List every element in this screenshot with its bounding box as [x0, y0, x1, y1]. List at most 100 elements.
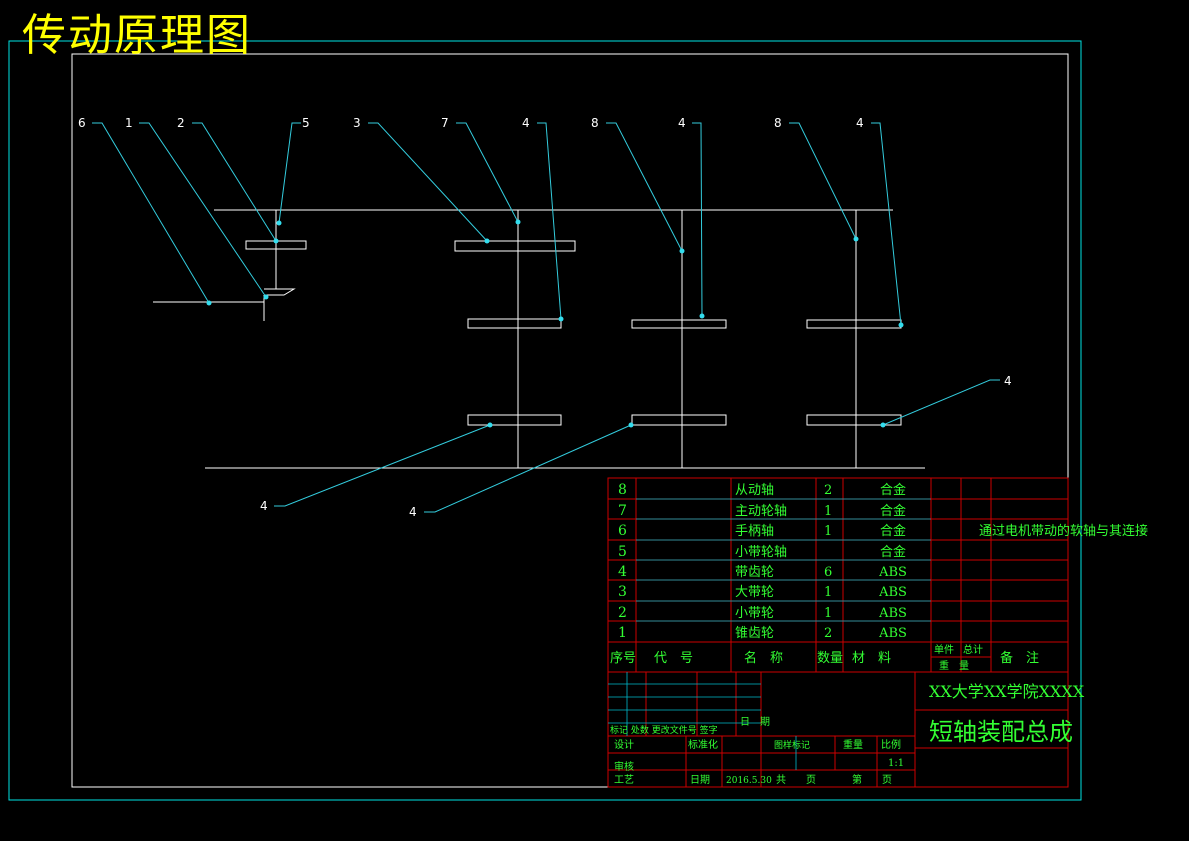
gear-c2 [806, 414, 902, 426]
leader-4e [424, 424, 632, 513]
parts-cell-name: 从动轴 [735, 483, 774, 498]
hdr-material: 材 料 [852, 651, 891, 666]
parts-cell-no: 4 [618, 564, 627, 580]
parts-cell-name: 锥齿轮 [735, 626, 774, 641]
leader-5 [278, 122, 301, 224]
callout-label: 5 [302, 116, 310, 130]
callout-label: 3 [353, 116, 361, 130]
parts-cell-no: 1 [618, 625, 627, 641]
page-title: 传动原理图 [22, 10, 252, 61]
callout-numbers: 6 1 2 5 3 7 4 8 4 8 4 4 4 4 [78, 116, 1012, 519]
bevel-gear [264, 288, 296, 296]
gear-c1 [806, 319, 902, 329]
school-name: XX大学XX学院XXXX [929, 682, 1085, 701]
callout-label: 4 [409, 505, 417, 519]
hdr-unit: 单件 [934, 644, 954, 656]
mechanism [153, 209, 925, 469]
parts-cell-name: 手柄轴 [735, 524, 774, 539]
design-label: 设计 [614, 738, 634, 751]
parts-cell-no: 8 [618, 482, 627, 498]
callout-label: 7 [441, 116, 449, 130]
parts-cell-material: ABS [878, 585, 907, 600]
hdr-note: 备 注 [1000, 650, 1039, 666]
parts-cell-material: ABS [878, 626, 907, 641]
mark-row-label: 标记 处数 更改文件号 签字 [610, 724, 718, 736]
callout-label: 8 [591, 116, 599, 130]
leader-4b [692, 122, 703, 317]
hdr-name: 名 称 [744, 650, 783, 666]
gear-b2 [631, 414, 727, 426]
parts-cell-material: 合金 [880, 482, 906, 498]
parts-cell-no: 3 [618, 584, 627, 600]
callout-label: 4 [678, 116, 686, 130]
weight-label: 重量 [843, 738, 863, 751]
leader-4c [871, 122, 902, 326]
callout-label: 6 [78, 116, 86, 130]
hdr-code: 代 号 [654, 651, 693, 666]
parts-cell-no: 5 [618, 544, 627, 560]
large-pulley [454, 240, 576, 252]
callout-label: 4 [856, 116, 864, 130]
sheet-no-label: 第 页 [852, 773, 892, 786]
outer-frame [8, 40, 1082, 801]
callout-label: 1 [125, 116, 133, 130]
parts-cell-name: 带齿轮 [735, 565, 774, 580]
leader-3 [368, 122, 488, 242]
callout-label: 2 [177, 116, 185, 130]
parts-cell-material: 合金 [880, 523, 906, 539]
parts-cell-no: 7 [618, 503, 627, 519]
parts-cell-material: ABS [878, 606, 907, 621]
parts-cell-no: 6 [618, 523, 627, 539]
parts-cell-name: 小带轮 [735, 606, 774, 621]
review-label: 审核 [614, 760, 634, 773]
parts-cell-name: 主动轮轴 [735, 504, 787, 519]
title-block: XX大学XX学院XXXX 短轴装配总成 标记 处数 更改文件号 签字 日 期 设… [608, 672, 1085, 787]
leader-4f [882, 379, 1000, 426]
leader-4d [274, 424, 491, 507]
parts-cell-material: 合金 [880, 503, 906, 519]
parts-cell-qty: 6 [824, 565, 832, 580]
callout-label: 4 [1004, 374, 1012, 388]
leader-6 [92, 122, 210, 304]
scale-value: 1:1 [888, 758, 904, 769]
sheets-label: 共 页 [776, 774, 816, 786]
leader-lines [92, 122, 1000, 513]
callout-label: 4 [522, 116, 530, 130]
hdr-qty: 数量 [817, 651, 843, 666]
leader-4a [537, 122, 562, 320]
process-label: 工艺 [614, 774, 634, 786]
gear-a2 [467, 414, 562, 426]
date2-label: 日期 [690, 774, 710, 786]
parts-cell-name: 小带轮轴 [735, 545, 787, 560]
date-label: 日 期 [740, 716, 770, 728]
parts-cell-material: ABS [878, 565, 907, 580]
gear-b1 [631, 319, 727, 329]
parts-cell-qty: 2 [824, 483, 832, 498]
leader-dots [206, 219, 904, 428]
standard-label: 标准化 [688, 738, 718, 751]
inner-frame [71, 53, 1069, 788]
drawing-name: 短轴装配总成 [929, 718, 1073, 746]
hdr-no: 序号 [610, 651, 636, 666]
date-value: 2016.5.30 [726, 776, 772, 786]
parts-cell-no: 2 [618, 605, 627, 621]
stage-label: 图样标记 [774, 739, 810, 751]
parts-cell-material: 合金 [880, 544, 906, 560]
parts-cell-note: 通过电机带动的软轴与其连接 [979, 523, 1148, 539]
leader-1 [139, 122, 267, 298]
leader-8b [789, 122, 857, 240]
leader-8a [606, 122, 683, 252]
parts-cell-qty: 1 [824, 504, 832, 519]
parts-cell-qty: 1 [824, 585, 832, 600]
leader-2 [192, 122, 277, 242]
parts-cell-qty: 1 [824, 606, 832, 621]
callout-label: 4 [260, 499, 268, 513]
leader-7 [456, 122, 519, 223]
parts-cell-name: 大带轮 [735, 585, 774, 600]
parts-cell-qty: 1 [824, 524, 832, 539]
hdr-total: 总计 [963, 643, 983, 656]
parts-cell-qty: 2 [824, 626, 832, 641]
scale-label: 比例 [881, 738, 901, 751]
